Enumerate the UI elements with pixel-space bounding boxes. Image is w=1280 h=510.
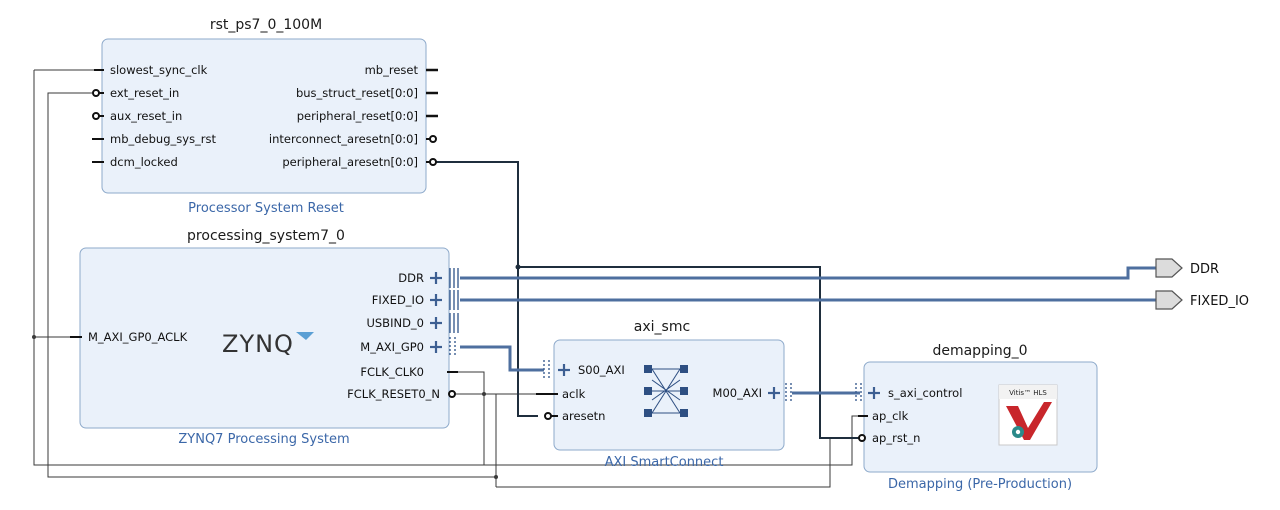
plus-icon[interactable] xyxy=(768,387,780,399)
block-processing-system7[interactable]: processing_system7_0 M_AXI_GP0_ACLK ZYNQ… xyxy=(70,228,459,447)
block-demap-title: demapping_0 xyxy=(932,343,1027,359)
pin-aresetn[interactable]: aresetn xyxy=(562,409,605,423)
zynq-logo-mark xyxy=(296,332,314,340)
pin-ap-clk[interactable]: ap_clk xyxy=(872,409,909,423)
pin-peripheral-aresetn[interactable]: peripheral_aresetn[0:0] xyxy=(282,155,418,169)
block-rst-subtitle: Processor System Reset xyxy=(188,201,344,216)
pin-aux-reset-in[interactable]: aux_reset_in xyxy=(110,109,182,123)
pin-m-axi-gp0-aclk[interactable]: M_AXI_GP0_ACLK xyxy=(88,330,188,344)
pin-s-axi-control[interactable]: s_axi_control xyxy=(888,386,962,400)
pin-bubble xyxy=(448,390,456,398)
plus-icon[interactable] xyxy=(430,272,442,284)
block-ps7-title: processing_system7_0 xyxy=(187,228,345,244)
pin-ext-reset-in[interactable]: ext_reset_in xyxy=(110,86,179,100)
pin-dcm-locked[interactable]: dcm_locked xyxy=(110,155,178,169)
crossbar-icon xyxy=(644,365,688,417)
net-junction-dot xyxy=(494,475,498,479)
bus-bar-icon xyxy=(543,360,550,380)
bus-bar-icon xyxy=(785,383,792,403)
bus-bar-icon xyxy=(449,290,459,310)
pin-bubble xyxy=(429,135,437,143)
external-port-ddr-label: DDR xyxy=(1190,262,1219,277)
pin-interconnect-aresetn[interactable]: interconnect_aresetn[0:0] xyxy=(269,132,418,146)
pin-m00-axi[interactable]: M00_AXI xyxy=(713,386,762,400)
pin-ddr[interactable]: DDR xyxy=(398,271,424,285)
svg-text:Vitis™ HLS: Vitis™ HLS xyxy=(1009,389,1047,397)
net-fclk-reset0-n[interactable] xyxy=(47,92,862,488)
external-port-ddr[interactable]: DDR xyxy=(1155,258,1219,278)
pin-peripheral-reset[interactable]: peripheral_reset[0:0] xyxy=(297,109,418,123)
plus-icon[interactable] xyxy=(430,294,442,306)
bus-ddr[interactable] xyxy=(460,266,1156,280)
bus-m-axi-gp0[interactable] xyxy=(460,345,544,372)
pin-mb-debug-sys-rst[interactable]: mb_debug_sys_rst xyxy=(110,132,217,146)
net-fclk-clk0[interactable] xyxy=(33,69,862,466)
net-junction-dot xyxy=(482,392,486,396)
plus-icon[interactable] xyxy=(558,364,570,376)
pin-m-axi-gp0[interactable]: M_AXI_GP0 xyxy=(360,340,424,354)
pin-fclk-clk0[interactable]: FCLK_CLK0 xyxy=(360,365,424,379)
block-rst-title: rst_ps7_0_100M xyxy=(210,17,322,33)
plus-icon[interactable] xyxy=(868,387,880,399)
pin-bubble xyxy=(544,412,552,420)
net-junction-dot xyxy=(515,264,521,270)
block-rst-ps7[interactable]: rst_ps7_0_100M slowest_sync_clk ext_rese… xyxy=(92,17,438,216)
pin-bubble xyxy=(92,112,100,120)
net-peripheral-aresetn[interactable] xyxy=(432,161,862,439)
vitis-hls-logo-icon: Vitis™ HLS xyxy=(998,384,1058,446)
pin-bubble xyxy=(92,89,100,97)
pin-ap-rst-n[interactable]: ap_rst_n xyxy=(872,431,920,445)
bus-bar-icon xyxy=(449,268,459,288)
pin-bubble xyxy=(429,158,437,166)
pin-fclk-reset0-n[interactable]: FCLK_RESET0_N xyxy=(347,387,440,401)
bus-bar-icon xyxy=(855,383,862,403)
pin-slowest-sync-clk[interactable]: slowest_sync_clk xyxy=(110,63,208,77)
block-smc-subtitle: AXI SmartConnect xyxy=(605,455,724,470)
pin-fixed-io[interactable]: FIXED_IO xyxy=(372,293,424,307)
block-smc-title: axi_smc xyxy=(634,319,690,335)
pin-aclk[interactable]: aclk xyxy=(562,387,586,401)
plus-icon[interactable] xyxy=(430,317,442,329)
plus-icon[interactable] xyxy=(430,341,442,353)
block-demapping[interactable]: demapping_0 s_axi_control ap_clk ap_rst_… xyxy=(855,343,1098,492)
pin-usbind-0[interactable]: USBIND_0 xyxy=(366,316,424,330)
pin-mb-reset[interactable]: mb_reset xyxy=(365,63,419,77)
pin-bus-struct-reset[interactable]: bus_struct_reset[0:0] xyxy=(296,86,418,100)
block-demap-subtitle: Demapping (Pre-Production) xyxy=(888,477,1072,492)
block-ps7-subtitle: ZYNQ7 Processing System xyxy=(178,432,349,447)
bus-bar-icon xyxy=(449,313,459,333)
pin-bubble xyxy=(858,434,866,442)
external-port-fixed-io[interactable]: FIXED_IO xyxy=(1155,290,1249,310)
block-axi-smartconnect[interactable]: axi_smc S00_AXI aclk aresetn M00_AXI xyxy=(536,319,792,470)
external-port-fixed-io-label: FIXED_IO xyxy=(1190,294,1249,309)
net-junction-dot xyxy=(32,335,36,339)
pin-s00-axi[interactable]: S00_AXI xyxy=(578,363,625,377)
bus-bar-icon xyxy=(449,337,456,357)
zynq-logo: ZYNQ xyxy=(222,330,294,358)
